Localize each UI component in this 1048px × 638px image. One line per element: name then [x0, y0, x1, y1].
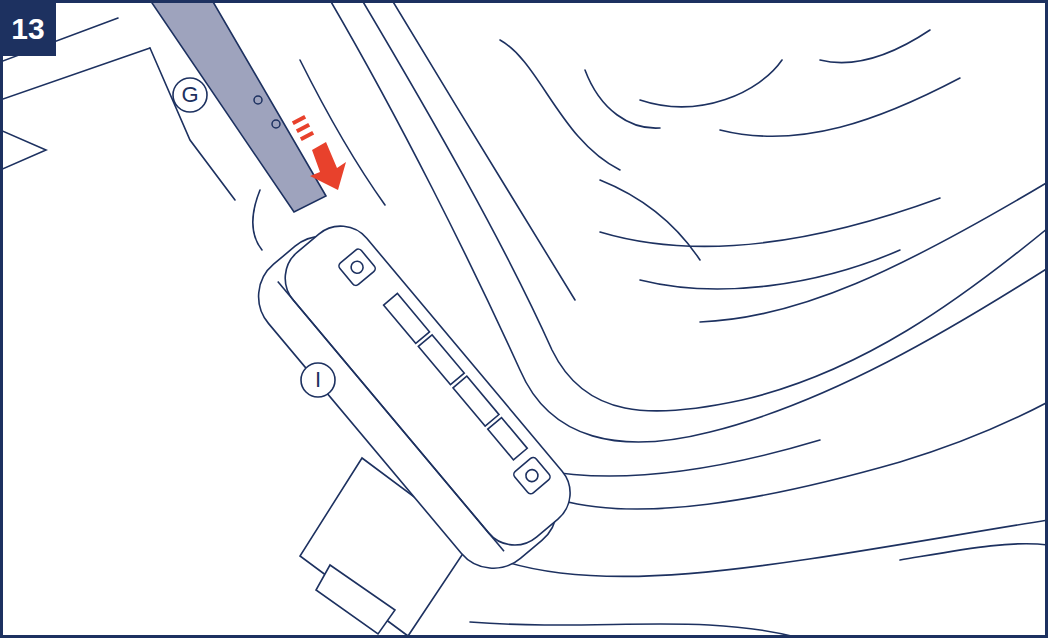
callout-circle: [301, 363, 335, 397]
tube-hole: [254, 96, 262, 104]
step-number: 13: [11, 14, 44, 44]
tube-g: [150, 0, 326, 212]
callout-letter: G: [181, 84, 198, 106]
callout-circle: [173, 78, 207, 112]
connector-i: [241, 208, 587, 586]
tube-hole: [272, 120, 280, 128]
insert-arrow: [292, 115, 346, 190]
step-badge: [0, 0, 56, 56]
callout-letter: I: [315, 369, 321, 391]
